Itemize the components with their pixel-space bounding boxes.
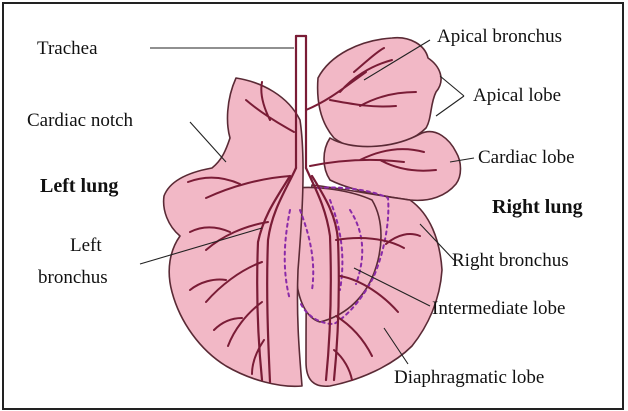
apical-lobe-leader-2 <box>436 96 464 116</box>
label-cardiac-lobe: Cardiac lobe <box>478 147 575 168</box>
label-left-lung: Left lung <box>40 175 118 197</box>
label-intermediate-lobe: Intermediate lobe <box>432 298 565 319</box>
cardiac-notch-leader <box>190 122 226 162</box>
label-left-bronchus-line1: Left <box>70 235 102 256</box>
label-apical-lobe: Apical lobe <box>473 85 561 106</box>
label-right-lung: Right lung <box>492 196 583 218</box>
label-left-bronchus-line2: bronchus <box>38 267 108 288</box>
label-right-bronchus: Right bronchus <box>452 250 569 271</box>
label-cardiac-notch: Cardiac notch <box>27 110 134 131</box>
lungs <box>164 38 461 387</box>
apical-lobe-leader-1 <box>440 76 464 96</box>
label-trachea: Trachea <box>37 38 98 59</box>
label-diaphragmatic-lobe: Diaphragmatic lobe <box>394 367 544 388</box>
label-apical-bronchus: Apical bronchus <box>437 26 562 47</box>
